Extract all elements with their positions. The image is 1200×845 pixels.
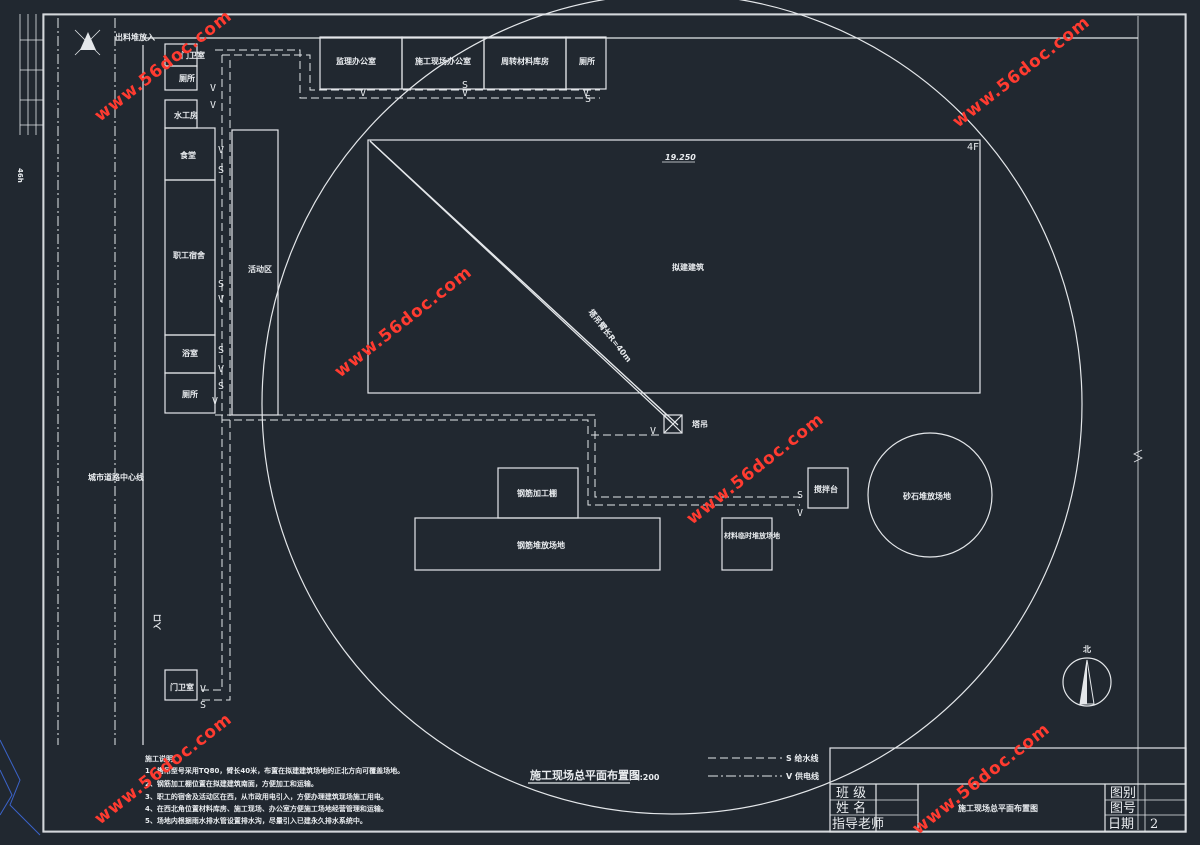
sand-yard: [867, 432, 993, 558]
tower-crane-label: 塔吊: [692, 419, 708, 429]
crane-boom-line: [371, 142, 673, 424]
tower-crane-icon: [663, 414, 683, 434]
power-mark: V: [212, 396, 218, 407]
drawing-category-label: 图别: [1110, 786, 1136, 801]
legend-power-label: V 供电线: [786, 771, 819, 781]
class-label: 班 级: [836, 786, 866, 801]
site-office-label: 施工现场办公室: [415, 56, 471, 66]
material-yard: [721, 517, 773, 571]
material-yard-label: 材料临时堆放场地: [723, 531, 780, 540]
utility-lines: [200, 49, 800, 701]
rebar-yard: [414, 517, 661, 571]
toilet-top: [164, 65, 198, 91]
date-value: 2: [1150, 817, 1158, 832]
power-mark: V: [360, 88, 366, 99]
power-mark: V: [462, 88, 468, 99]
sand-yard-label: 砂石堆放场地: [902, 491, 951, 501]
toilet-mid: [164, 372, 216, 414]
toilet-top-label: 厕所: [179, 73, 195, 83]
power-mark: V: [200, 684, 206, 695]
water-mark: S: [218, 345, 224, 356]
cad-artifact-lines: [0, 769, 13, 816]
power-mark: V: [218, 145, 224, 156]
break-mark: [1133, 449, 1143, 463]
title-block-drawing-title: 施工现场总平面布置图: [958, 803, 1038, 813]
guard-bottom-label: 门卫室: [170, 682, 194, 692]
watermark: www.56doc.com: [331, 262, 476, 382]
water-mark: S: [585, 94, 591, 105]
canteen-label: 食堂: [180, 150, 196, 160]
drawing-title: 施工现场总平面布置图: [530, 768, 640, 782]
materials-warehouse-label: 周转材料库房: [501, 56, 549, 66]
exit-label: 出料堆放入: [115, 32, 155, 42]
compass-icon: [74, 29, 101, 56]
rebar-workshop-label: 钢筋加工棚: [517, 488, 557, 498]
toilet-right-label: 厕所: [579, 56, 595, 66]
name-label: 姓 名: [836, 800, 866, 816]
drawing-scale: 1:200: [634, 773, 660, 782]
note-line: 1、塔吊型号采用TQ80，臂长40米，布置在拟建建筑场地的正北方向可覆盖场地。: [145, 766, 404, 775]
drawing-border-outer: [42, 13, 1187, 833]
bathroom-label: 浴室: [182, 348, 198, 358]
side-mark: 46h: [16, 168, 24, 183]
legend-water-label: S 给水线: [786, 753, 819, 763]
rebar-yard-label: 钢筋堆放场地: [517, 540, 565, 550]
supervisor-office-label: 监理办公室: [336, 56, 376, 66]
toilet-right: [565, 36, 607, 90]
mixer: [807, 467, 849, 509]
power-mark: V: [797, 508, 803, 519]
drawing-number-label: 图号: [1110, 801, 1136, 816]
activity-area-label: 活动区: [248, 264, 272, 274]
note-line: 3、职工的宿舍及活动区在西，从市政用电引入，方便办理建筑现场施工用电。: [145, 792, 388, 801]
water-mark: S: [218, 279, 224, 290]
north-arrow-icon: [1062, 657, 1112, 707]
water-mark: S: [797, 490, 803, 501]
watermark: www.56doc.com: [949, 12, 1094, 132]
power-mark: V: [650, 426, 656, 437]
floors-label: 4F: [967, 142, 979, 153]
entrance-label: 入口: [153, 614, 162, 631]
water-mark: S: [462, 80, 468, 91]
north-offices: [319, 36, 607, 90]
guard-room-bottom: [164, 669, 198, 701]
water-mark: S: [218, 381, 224, 392]
elevation-label: 19.250: [665, 153, 696, 162]
toilet-mid-label: 厕所: [182, 389, 198, 399]
watermark: www.56doc.com: [909, 719, 1054, 839]
advisor-label: 指导老师: [832, 817, 884, 832]
cad-artifact-lines: [0, 739, 41, 836]
note-line: 2、钢筋加工棚位置在拟建建筑南面，方便加工和运输。: [145, 779, 318, 788]
power-mark: V: [218, 364, 224, 375]
note-line: 5、场地内根据雨水排水管设置排水沟，尽量引入已建永久排水系统中。: [145, 816, 367, 825]
mixer-label: 搅拌台: [814, 484, 838, 494]
power-mark: V: [583, 88, 589, 99]
proposed-building: [367, 139, 981, 394]
road-center-label: 城市道路中心线: [88, 472, 144, 482]
power-mark: V: [210, 83, 216, 94]
power-mark: V: [210, 100, 216, 111]
date-label: 日期: [1108, 817, 1134, 832]
water-mark: S: [200, 700, 206, 711]
north-label: 北: [1083, 644, 1091, 654]
title-block: [829, 747, 1187, 833]
worker-dorm-label: 职工宿舍: [173, 250, 206, 260]
crane-radius-circle: [261, 0, 1083, 815]
building-label: 拟建建筑: [672, 262, 704, 272]
water-heater-label: 水工房: [173, 110, 198, 120]
guard-top-label: 门卫室: [181, 50, 205, 60]
west-temporary-buildings: [164, 43, 279, 416]
water-mark: S: [218, 165, 224, 176]
drawing-border-inner: [43, 14, 1186, 832]
power-mark: V: [218, 294, 224, 305]
note-line: 4、在西北角位置材料库房、施工现场、办公室方便施工场地经营管理和运输。: [145, 804, 388, 813]
crane-radius-label: 塔吊臂长R=40m: [586, 307, 633, 364]
notes-heading: 施工说明：: [145, 754, 180, 763]
